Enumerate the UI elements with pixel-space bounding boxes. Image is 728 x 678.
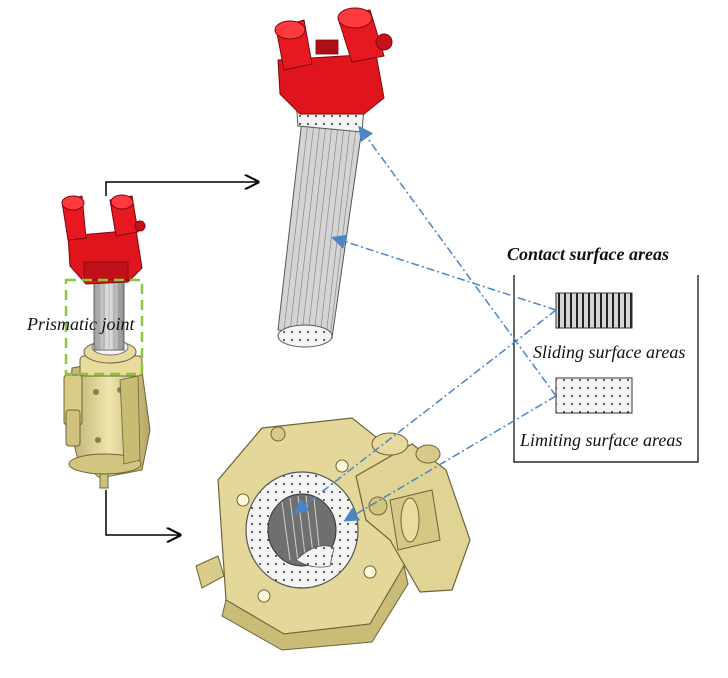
prismatic-joint-highlight [64,278,144,376]
rod-clevis [274,7,393,115]
legend-box [513,275,699,463]
legend-limiting-label: Limiting surface areas [520,430,683,450]
actuator-clevis [61,194,146,285]
prismatic-joint-label: Prismatic joint [27,314,135,334]
legend-title: Contact surface areas [507,244,669,264]
actuator-housing [63,355,151,489]
arrow-to-rod-detail [105,182,258,196]
rod-strands [283,121,357,338]
limiting-surface-swatch [555,377,633,414]
rod-detail [274,7,393,348]
arrow-limiting-to-collar [358,125,557,397]
housing-detail [195,417,471,651]
actuator-assembly [61,194,151,489]
arrow-sliding-to-rod [331,234,557,311]
sliding-surface-swatch [555,292,633,329]
contact-arrows [293,125,557,522]
rod-bottom-face [277,324,333,348]
legend [513,275,699,463]
actuator-rod-strands [98,280,120,348]
arrow-limiting-to-bore [343,395,557,522]
arrow-to-housing-detail [105,490,180,535]
legend-sliding-label: Sliding surface areas [533,342,686,362]
arrow-sliding-to-bore [293,309,557,514]
